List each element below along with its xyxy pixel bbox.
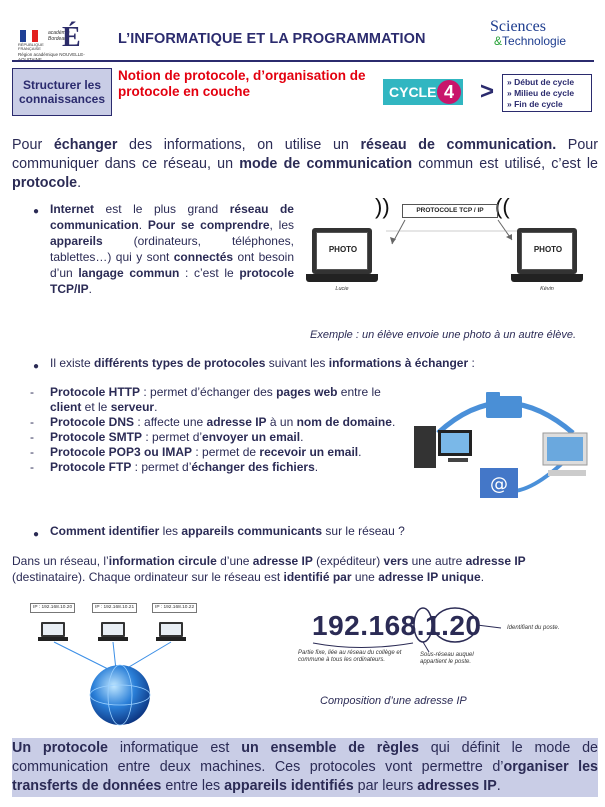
cycle-stage-item: » Fin de cycle [507,99,563,109]
notion-title: Notion de protocole, d’organisation de p… [118,68,366,99]
logo-st-amp: & [494,34,503,48]
intro-paragraph: Pour échanger des informations, on utili… [12,137,599,191]
server-icon [414,426,436,468]
photo-label: PHOTO [328,245,358,254]
list-item: -Protocole HTTP : permet d’échanger des … [30,385,381,414]
logo-rf-text: RÉPUBLIQUE FRANÇAISE [18,42,44,51]
tcp-ip-label: PROTOCOLE TCP / IP [402,204,498,218]
globe-icon [90,665,150,725]
cycle-stage-list: » Début de cycle » Milieu de cycle » Fin… [502,74,592,112]
laptop-kevin: PHOTO Kévin [511,228,583,296]
ip-note-subnet: Sous-réseau auquel appartient le poste. [420,652,474,665]
computer-icon [38,622,68,642]
logo-st-line2: Technologie [502,34,567,48]
cycle-label: CYCLE [389,84,437,100]
page-title: L’INFORMATIQUE ET LA PROGRAMMATION [118,31,426,47]
ip-note-fixed: Partie fixe, liée au réseau du collège e… [298,650,402,663]
computer-icon [98,622,128,642]
photo-label: PHOTO [533,245,563,254]
identify-question: Comment identifier les appareils communi… [50,524,405,538]
ip-label: IP : 192.168.10.22 [152,603,198,613]
ip-address-big: 192.168.1.20 [312,610,482,641]
french-flag-icon [20,30,38,42]
academie-logo: RÉPUBLIQUE FRANÇAISE académie Bordeaux É… [18,22,88,62]
figure1-caption: Exemple : un élève envoie une photo à un… [310,329,577,341]
chevron-right-icon: > [480,78,495,105]
laptop-name: Lucie [335,286,349,292]
wifi-icon: (( [495,194,510,219]
laptop-lucie: PHOTO Lucie [306,228,378,296]
ip-label: IP : 192.168.10.20 [30,603,76,613]
list-item: -Protocole POP3 ou IMAP : permet de rece… [30,445,362,459]
email-icon [480,468,518,498]
computer-icon [156,622,186,642]
protocol-types-paragraph: Il existe différents types de protocoles… [50,356,475,370]
list-item: -Protocole SMTP : permet d’envoyer un em… [30,430,304,444]
figure1-arrows [386,219,520,245]
ip-paragraph: Dans un réseau, l’information circule d’… [12,554,526,584]
cycle-badge: CYCLE 4 [383,79,463,105]
network-illustration: @ [414,392,588,498]
logo-st-line1: Sciences [490,18,546,35]
bullet-icon: ● [33,361,40,372]
cycle-stage-item: » Début de cycle [507,77,575,87]
globe-network [53,641,172,726]
svg-text:@: @ [490,474,508,495]
figure2-caption: Composition d’une adresse IP [320,695,467,707]
bullet-icon: ● [33,529,40,540]
cycle-number: 4 [437,80,461,104]
bullet-icon: ● [33,206,40,217]
list-item: -Protocole FTP : permet d’échanger des f… [30,460,319,474]
folder-icon [486,396,522,418]
wifi-icon: )) [375,194,390,219]
conclusion-box: Un protocole informatique est un ensembl… [12,738,598,797]
header-divider [12,60,594,62]
ip-label: IP : 192.168.10.21 [92,603,138,613]
logo-academie-text: académie Bordeaux [48,30,70,42]
struct-label-box: Structurer les connaissances [12,68,112,116]
ip-note-id: Identifiant du poste. [507,625,560,631]
academie-e-icon: É [62,22,81,53]
cycle-stage-item: » Milieu de cycle [507,88,575,98]
logo-region-text: Région académique NOUVELLE-AQUITAINE [18,52,85,62]
ip-brackets [312,607,502,653]
sciences-technologie-logo: Sciences &Technologie [490,18,590,58]
laptop-name: Kévin [540,286,554,292]
list-item: -Protocole DNS : affecte une adresse IP … [30,415,396,429]
protocol-list: -Protocole HTTP : permet d’échanger des … [30,385,405,475]
internet-paragraph: Internet est le plus grand réseau de com… [50,202,295,296]
